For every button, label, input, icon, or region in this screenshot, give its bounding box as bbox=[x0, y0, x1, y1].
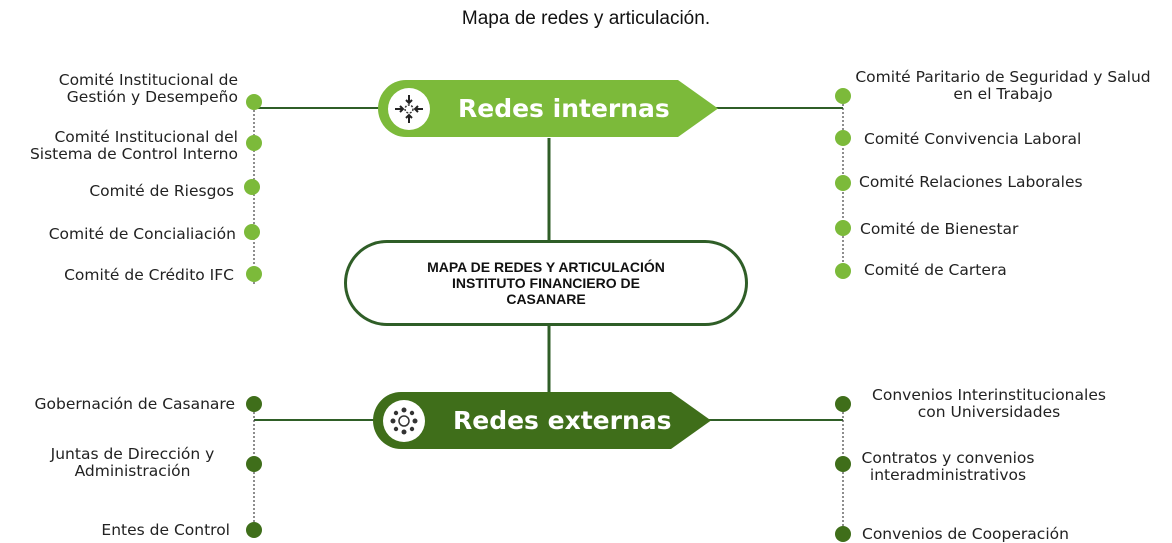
internal-networks-label: Redes internas bbox=[458, 94, 670, 123]
bullet-dot bbox=[835, 263, 851, 279]
bullet-dot bbox=[835, 130, 851, 146]
external-networks-label: Redes externas bbox=[453, 406, 672, 435]
external-networks-banner: Redes externas bbox=[373, 392, 711, 449]
internal-right-item: Comité de Bienestar bbox=[860, 220, 1019, 238]
external-right-item: Convenios de Cooperación bbox=[862, 525, 1069, 543]
bullet-dot bbox=[835, 526, 851, 542]
internal-left-item: Comité de Concialiación bbox=[48, 225, 236, 243]
bullet-dot bbox=[244, 179, 260, 195]
external-right-item: Convenios Interinstitucionales con Unive… bbox=[872, 386, 1106, 421]
internal-right-item: Comité Paritario de Seguridad y Salud en… bbox=[855, 68, 1151, 103]
bullet-dot bbox=[246, 522, 262, 538]
center-map-title: MAPA DE REDES Y ARTICULACIÓN INSTITUTO F… bbox=[427, 259, 665, 307]
internal-left-item: Comité Institucional del Sistema de Cont… bbox=[29, 128, 238, 163]
bullet-dot bbox=[835, 396, 851, 412]
bullet-dot bbox=[246, 94, 262, 110]
bullet-dot bbox=[244, 224, 260, 240]
internal-networks-banner: Redes internas bbox=[378, 80, 718, 137]
bullet-dot bbox=[246, 266, 262, 282]
bullet-dot bbox=[835, 175, 851, 191]
external-right-item: Contratos y convenios interadministrativ… bbox=[861, 449, 1035, 484]
banner-shape bbox=[373, 392, 711, 449]
bullet-dot bbox=[835, 456, 851, 472]
internal-right-item: Comité Convivencia Laboral bbox=[864, 130, 1082, 148]
people-network-icon bbox=[383, 399, 425, 442]
banner-shape bbox=[378, 80, 718, 137]
bullet-dot bbox=[246, 396, 262, 412]
bullet-dot bbox=[246, 135, 262, 151]
external-left-item: Juntas de Dirección y Administración bbox=[50, 445, 215, 480]
bullet-dot bbox=[835, 88, 851, 104]
center-map-box: MAPA DE REDES Y ARTICULACIÓN INSTITUTO F… bbox=[344, 240, 748, 326]
internal-left-item: Comité de Riesgos bbox=[89, 182, 234, 200]
external-left-item: Gobernación de Casanare bbox=[34, 395, 235, 413]
internal-left-item: Comité de Crédito IFC bbox=[64, 266, 234, 284]
internal-left-item: Comité Institucional de Gestión y Desemp… bbox=[58, 71, 238, 106]
internal-right-item: Comité de Cartera bbox=[864, 261, 1007, 279]
external-left-item: Entes de Control bbox=[101, 521, 230, 539]
internal-right-item: Comité Relaciones Laborales bbox=[859, 173, 1083, 191]
network-arrows-icon bbox=[388, 87, 430, 130]
page-title: Mapa de redes y articulación. bbox=[461, 8, 711, 29]
bullet-dot bbox=[835, 220, 851, 236]
bullet-dot bbox=[246, 456, 262, 472]
